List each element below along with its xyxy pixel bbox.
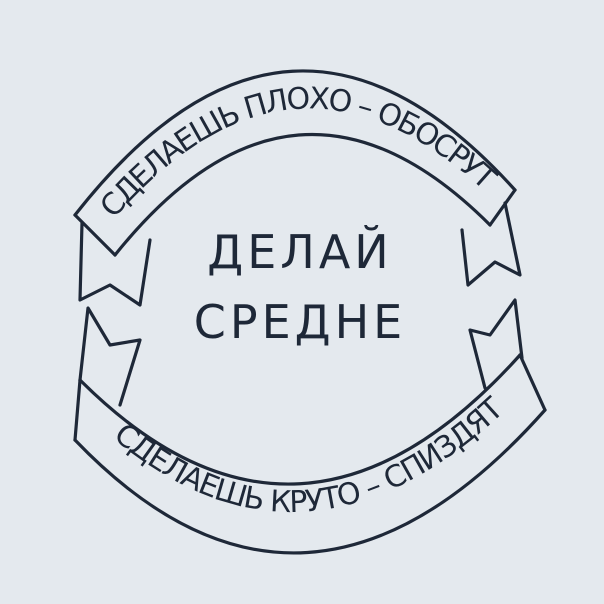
top-banner-left-tail xyxy=(78,221,152,307)
top-banner-right-tail xyxy=(460,201,522,287)
bottom-banner-left-tail xyxy=(78,306,142,407)
bottom-banner-left-end xyxy=(73,378,82,442)
bottom-banner-bottom-edge xyxy=(73,408,547,555)
top-banner-outer-edge xyxy=(73,69,517,217)
center-line-2: СРЕДНЕ xyxy=(194,295,407,349)
top-banner-right-end xyxy=(488,188,517,227)
bottom-banner-text: СДЕЛАЕШЬ КРУТО – СПИЗДЯТ xyxy=(107,391,510,521)
top-banner-text: СДЕЛАЕШЬ ПЛОХО – ОБОСРУТ xyxy=(94,81,503,224)
center-text: ДЕЛАЙ СРЕДНЕ xyxy=(194,225,407,349)
bottom-banner-right-end xyxy=(518,353,547,412)
bottom-banner-text-path: СДЕЛАЕШЬ КРУТО – СПИЗДЯТ xyxy=(107,391,510,521)
bottom-banner-right-tail xyxy=(468,298,524,390)
bottom-banner-top-edge xyxy=(78,353,522,486)
top-banner-text-path: СДЕЛАЕШЬ ПЛОХО – ОБОСРУТ xyxy=(94,81,503,224)
top-banner-inner-edge xyxy=(113,132,492,257)
center-line-1: ДЕЛАЙ xyxy=(207,225,392,279)
